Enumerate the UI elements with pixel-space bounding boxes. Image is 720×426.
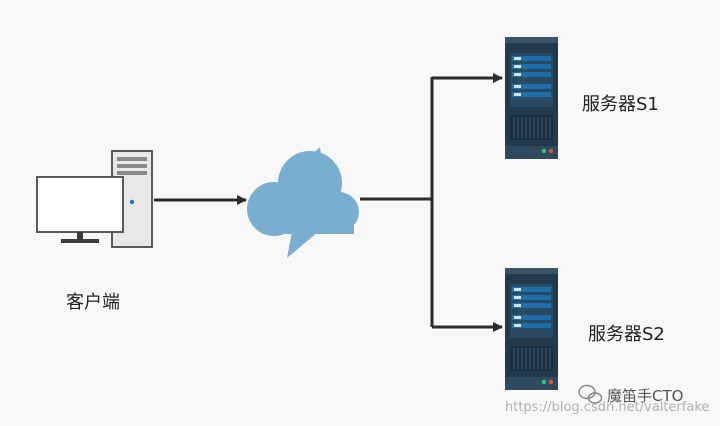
server2-icon [505, 268, 558, 390]
wechat-icon [578, 384, 603, 404]
watermark-brand: 魔笛手CTO [607, 387, 684, 405]
server1-label: 服务器S1 [582, 94, 659, 115]
server2-label: 服务器S2 [588, 324, 665, 345]
cloud-icon [247, 147, 359, 258]
client-label: 客户端 [66, 292, 120, 313]
watermark-url: https://blog.csdn.net/valterfake [505, 400, 710, 415]
server1-icon [505, 37, 558, 159]
client-computer-icon [36, 150, 153, 248]
